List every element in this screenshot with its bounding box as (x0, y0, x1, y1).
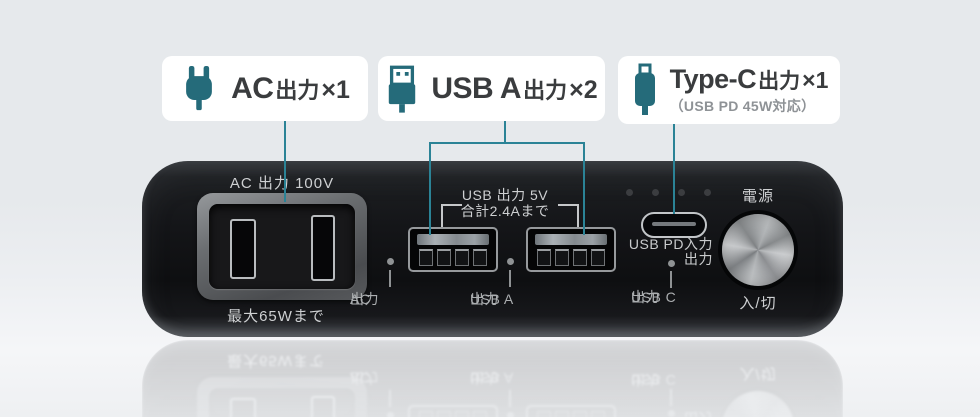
battery-led-dot (626, 189, 633, 196)
callout-line-usb-cross (429, 142, 585, 144)
usb-c-icon (634, 63, 655, 115)
usb-c-output-pointer-line (670, 271, 672, 288)
callout-type-c-label-cjk: 出力 (758, 70, 801, 93)
usb-a-output-pointer-line (509, 270, 511, 287)
battery-led-dot (704, 189, 711, 196)
callout-line-usb-right (583, 142, 585, 235)
callout-type-c-output: Type-C 出力 ×1 （USB PD 45W対応） (618, 56, 840, 124)
ac-outlet-rating-label: AC 出力 100V (229, 175, 335, 192)
callout-ac-label-count: ×1 (321, 75, 350, 104)
usb-a-port-2-tongue (535, 234, 607, 245)
usb-output-amp-label: 合計2.4Aまで (460, 203, 550, 219)
usb-a-icon (389, 65, 416, 113)
callout-usb-a-label-latin: USB A (431, 71, 522, 105)
device-reflection: AC 出力 100V 最大65Wまで USB 出力 5V 合計2.4Aまで (142, 340, 843, 417)
power-button (722, 214, 794, 286)
callout-type-c-label: Type-C 出力 ×1 (670, 64, 829, 95)
ac-outlet-recess (209, 204, 355, 289)
ac-plug-icon (186, 65, 212, 110)
battery-led-row (626, 189, 711, 196)
callout-line-ac (284, 121, 286, 202)
callout-ac-label: AC 出力 ×1 (231, 72, 350, 106)
usb-a-port-1-pins (419, 249, 487, 266)
usb-label-bracket-left (441, 204, 462, 229)
battery-led-dot (652, 189, 659, 196)
callout-type-c-label-latin: Type-C (669, 64, 757, 94)
callout-usb-a-label-cjk: 出力 (523, 77, 568, 103)
ac-outlet (197, 193, 367, 300)
ac-outlet-slot-left (230, 219, 256, 279)
callout-line-usb-stem (504, 121, 506, 144)
callout-line-type-c (673, 124, 675, 214)
usb-label-bracket-right (558, 204, 579, 229)
power-on-off-label: 入/切 (739, 295, 777, 312)
callout-type-c-sublabel: （USB PD 45W対応） (669, 98, 816, 114)
usb-c-port (641, 212, 707, 238)
ac-output-led (387, 258, 394, 265)
usb-pd-label: USB PD入力 出力 (628, 236, 713, 267)
callout-type-c-label-count: ×1 (802, 67, 829, 93)
power-label: 電源 (741, 188, 774, 205)
callout-ac-label-latin: AC (231, 71, 274, 105)
device: AC 出力 100V 最大65Wまで USB 出力 5V 合計2.4Aまで (142, 161, 843, 337)
callout-usb-a-output: USB A 出力 ×2 (378, 56, 605, 121)
usb-a-port-1-tongue (417, 234, 489, 245)
usb-output-voltage-label: USB 出力 5V (461, 187, 549, 203)
usb-a-port-2-pins (537, 249, 605, 266)
callout-usb-a-label: USB A 出力 ×2 (431, 72, 597, 106)
usb-a-port-1 (408, 227, 498, 272)
ac-outlet-slot-right (311, 215, 335, 281)
usb-a-port-2 (526, 227, 616, 272)
ac-output-pointer-line (389, 270, 391, 287)
battery-led-dot (678, 189, 685, 196)
usb-c-output-led (668, 260, 675, 267)
ac-outlet-max-watt-label: 最大65Wまで (227, 308, 325, 325)
callout-usb-a-label-count: ×2 (569, 75, 598, 104)
callout-ac-output: AC 出力 ×1 (162, 56, 368, 121)
callout-line-usb-left (429, 142, 431, 235)
usb-c-port-contacts (652, 222, 696, 226)
callout-ac-label-cjk: 出力 (275, 77, 320, 103)
usb-a-output-led (507, 258, 514, 265)
